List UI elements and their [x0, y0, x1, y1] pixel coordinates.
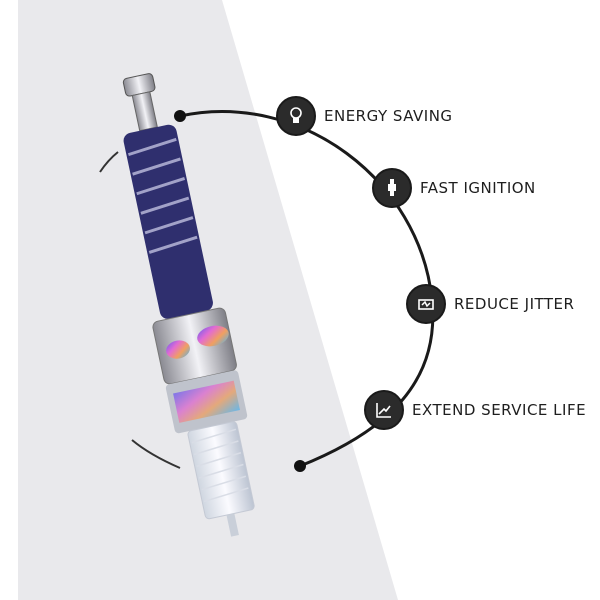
feature-label: EXTEND SERVICE LIFE [412, 401, 587, 419]
energy-bulb-icon [276, 96, 316, 136]
feature-label: ENERGY SAVING [324, 107, 453, 125]
feature-label: FAST IGNITION [420, 179, 536, 197]
arc-start-dot [174, 110, 186, 122]
feature-reduce-jitter: REDUCE JITTER [406, 284, 574, 324]
feature-extend-service-life: EXTEND SERVICE LIFE [364, 390, 586, 430]
arc-end-dot [294, 460, 306, 472]
feature-fast-ignition: FAST IGNITION [372, 168, 536, 208]
feature-energy-saving: ENERGY SAVING [276, 96, 453, 136]
feature-label: REDUCE JITTER [454, 295, 575, 313]
engine-icon [406, 284, 446, 324]
spark-plug-icon [372, 168, 412, 208]
accent-arc-top [99, 151, 119, 173]
accent-arc-bottom [131, 439, 181, 469]
spark-plug [122, 73, 255, 537]
growth-chart-icon [364, 390, 404, 430]
